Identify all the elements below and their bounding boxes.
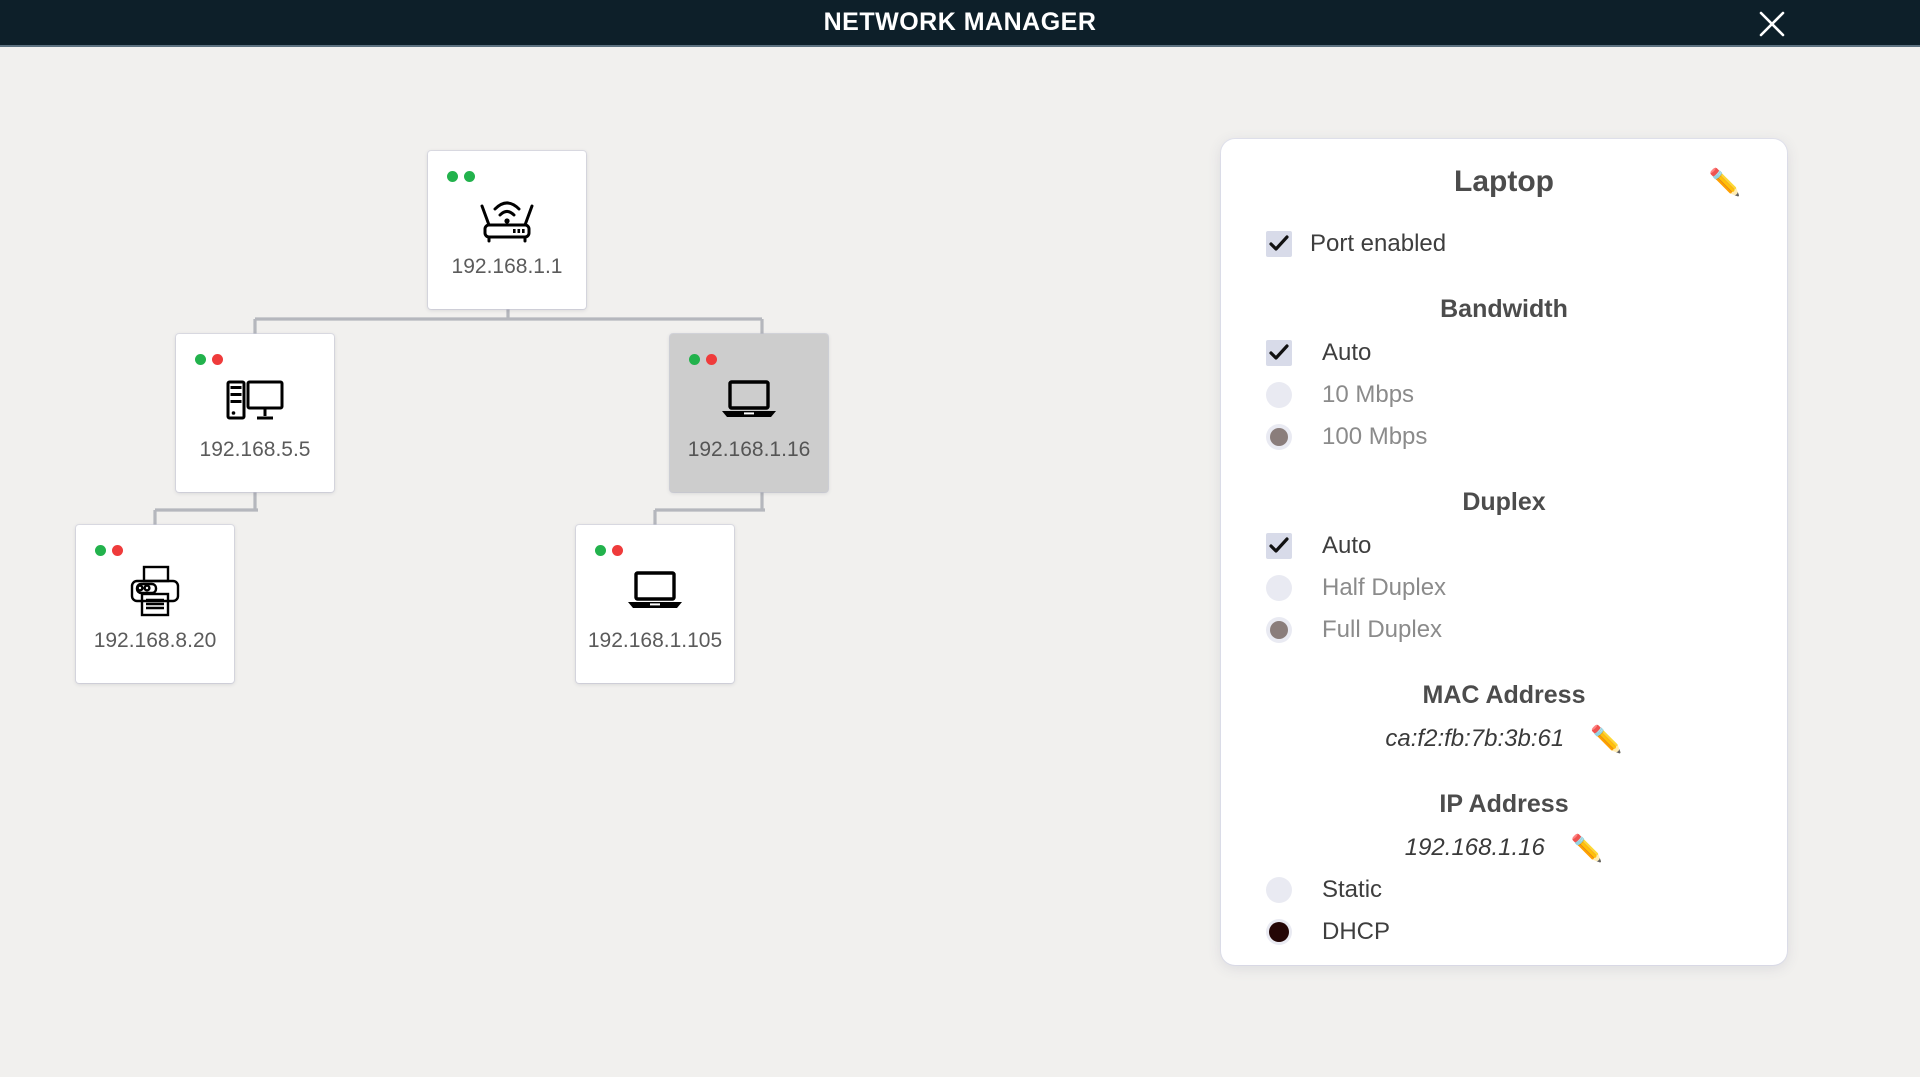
panel-header: Laptop ✏️: [1221, 139, 1787, 223]
bandwidth-auto-label: Auto: [1322, 339, 1372, 366]
static-row[interactable]: Static: [1221, 869, 1787, 911]
duplex-heading: Duplex: [1462, 488, 1546, 516]
led-green: [464, 171, 475, 182]
topology-node-desktop[interactable]: 192.168.5.5: [176, 334, 334, 492]
pencil-icon[interactable]: ✏️: [1708, 167, 1741, 197]
ip-address-heading: IP Address: [1439, 790, 1569, 818]
pencil-icon[interactable]: ✏️: [1590, 724, 1623, 754]
dhcp-radio[interactable]: [1266, 919, 1292, 945]
mac-address-value: ca:f2:fb:7b:3b:61: [1385, 725, 1565, 752]
desktop-computer-icon: [176, 370, 334, 430]
bandwidth-100mbps-label: 100 Mbps: [1322, 423, 1428, 450]
port-enabled-label: Port enabled: [1310, 230, 1447, 257]
topology-node-laptop-selected[interactable]: 192.168.1.16: [670, 334, 828, 492]
dhcp-row[interactable]: DHCP: [1221, 911, 1787, 953]
led-green: [195, 354, 206, 365]
close-icon[interactable]: [1754, 6, 1790, 42]
duplex-half-radio[interactable]: [1266, 575, 1292, 601]
mac-address-row: ca:f2:fb:7b:3b:61 ✏️: [1221, 718, 1787, 760]
topology-edges: [153, 309, 765, 525]
device-detail-panel: Laptop ✏️ Port enabled Bandwidth Auto 10…: [1221, 139, 1787, 965]
duplex-auto-checkbox[interactable]: [1266, 533, 1292, 559]
pencil-icon[interactable]: ✏️: [1570, 833, 1604, 863]
duplex-half-row[interactable]: Half Duplex: [1221, 567, 1787, 609]
bandwidth-100mbps-radio[interactable]: [1266, 424, 1292, 450]
node-ip-label: 192.168.8.20: [93, 629, 217, 652]
title-bar: NETWORK MANAGER: [0, 0, 1920, 47]
wifi-router-icon: [428, 187, 586, 247]
bandwidth-10mbps-label: 10 Mbps: [1322, 381, 1415, 408]
led-red: [212, 354, 223, 365]
laptop-icon: [670, 370, 828, 430]
port-enabled-checkbox[interactable]: [1266, 231, 1292, 257]
duplex-full-label: Full Duplex: [1322, 616, 1443, 643]
led-red: [612, 545, 623, 556]
bandwidth-10mbps-radio[interactable]: [1266, 382, 1292, 408]
topology-node-router[interactable]: 192.168.1.1: [428, 151, 586, 309]
dhcp-label: DHCP: [1322, 918, 1391, 945]
node-ip-label: 192.168.1.1: [451, 255, 563, 278]
printer-icon: [76, 561, 234, 621]
port-enabled-row[interactable]: Port enabled: [1221, 223, 1787, 265]
topology-node-printer[interactable]: 192.168.8.20: [76, 525, 234, 683]
duplex-auto-label: Auto: [1322, 532, 1372, 559]
node-ip-label: 192.168.1.105: [587, 629, 723, 652]
node-status-leds: [447, 171, 475, 182]
bandwidth-auto-row[interactable]: Auto: [1221, 332, 1787, 374]
panel-title: Laptop: [1454, 165, 1554, 198]
led-green: [595, 545, 606, 556]
duplex-full-radio[interactable]: [1266, 617, 1292, 643]
static-radio[interactable]: [1266, 877, 1292, 903]
node-status-leds: [195, 354, 223, 365]
led-green: [95, 545, 106, 556]
led-red: [706, 354, 717, 365]
led-red: [112, 545, 123, 556]
duplex-full-row[interactable]: Full Duplex: [1221, 609, 1787, 651]
mac-address-heading: MAC Address: [1422, 681, 1586, 709]
duplex-half-label: Half Duplex: [1322, 574, 1447, 601]
led-green: [447, 171, 458, 182]
ip-address-value: 192.168.1.16: [1404, 834, 1545, 861]
node-ip-label: 192.168.5.5: [199, 438, 311, 461]
static-label: Static: [1322, 876, 1383, 903]
led-green: [689, 354, 700, 365]
laptop-icon: [576, 561, 734, 621]
node-status-leds: [595, 545, 623, 556]
bandwidth-auto-checkbox[interactable]: [1266, 340, 1292, 366]
duplex-auto-row[interactable]: Auto: [1221, 525, 1787, 567]
window-title: NETWORK MANAGER: [823, 8, 1097, 36]
bandwidth-10mbps-row[interactable]: 10 Mbps: [1221, 374, 1787, 416]
node-ip-label: 192.168.1.16: [687, 438, 811, 461]
topology-node-laptop-2[interactable]: 192.168.1.105: [576, 525, 734, 683]
bandwidth-100mbps-row[interactable]: 100 Mbps: [1221, 416, 1787, 458]
ip-address-row: 192.168.1.16 ✏️: [1221, 827, 1787, 869]
bandwidth-heading: Bandwidth: [1440, 295, 1568, 323]
node-status-leds: [95, 545, 123, 556]
node-status-leds: [689, 354, 717, 365]
